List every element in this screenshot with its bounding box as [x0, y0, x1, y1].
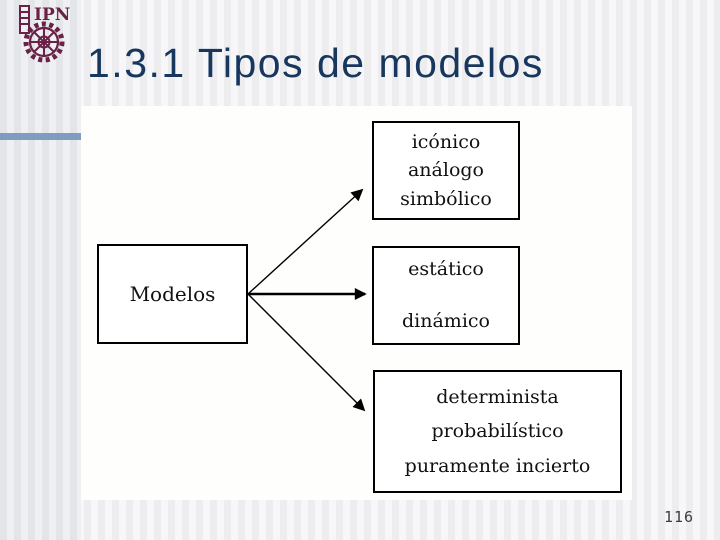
branch-1-line: icónico	[411, 130, 481, 153]
arrow-to-branch-1	[247, 188, 364, 295]
slide-title: 1.3.1 Tipos de modelos	[87, 40, 544, 86]
node-branch-1: icónico análogo simbólico	[372, 121, 520, 220]
diagram-panel: Modelos icónico análogo simbólico estáti…	[81, 106, 632, 500]
branch-arrows	[247, 188, 367, 412]
node-branch-3: determinista probabilístico puramente in…	[373, 370, 622, 493]
branch-2-line: estático	[408, 258, 484, 280]
page-number: 116	[664, 508, 695, 526]
node-branch-2: estático dinámico	[372, 246, 520, 345]
accent-bar	[0, 133, 86, 140]
branch-3-line: puramente incierto	[404, 454, 591, 477]
arrow-to-branch-3	[247, 293, 366, 412]
branch-2-line: dinámico	[402, 310, 490, 332]
branch-1-line: análogo	[407, 159, 484, 181]
left-margin-stripes	[0, 0, 81, 540]
branch-3-line: probabilístico	[431, 420, 564, 442]
branch-3-line: determinista	[436, 385, 559, 408]
branch-1-line: simbólico	[400, 187, 492, 210]
node-modelos-label: Modelos	[129, 282, 216, 306]
node-modelos: Modelos	[97, 244, 248, 344]
svg-text:IPN: IPN	[34, 5, 70, 25]
ipn-emblem-icon: IPN	[14, 1, 74, 65]
